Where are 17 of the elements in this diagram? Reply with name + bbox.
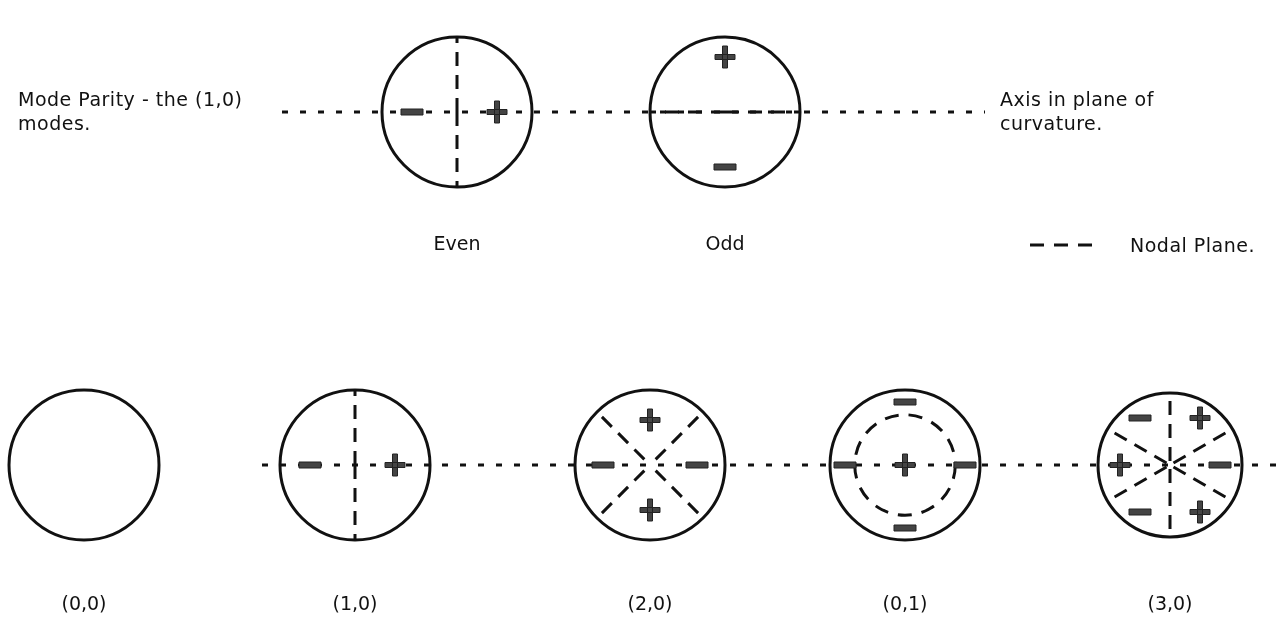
mode-pattern-drawing	[379, 34, 535, 190]
annotation-text: Axis in plane of curvature.	[1000, 87, 1155, 135]
mode-pattern-drawing	[572, 387, 728, 543]
mode-label: (0,1)	[881, 592, 929, 614]
mode-label: Even	[432, 232, 482, 254]
mode-label: (2,0)	[626, 592, 674, 614]
mode-label: (3,0)	[1146, 592, 1194, 614]
mode-label: (0,0)	[60, 592, 108, 614]
mode-pattern-drawing	[1095, 390, 1245, 540]
mode-label: Odd	[704, 232, 746, 254]
mode-label: (1,0)	[331, 592, 379, 614]
legend-text: Nodal Plane.	[1130, 233, 1255, 257]
mode-pattern-drawing	[277, 387, 433, 543]
mode-pattern-drawing	[827, 387, 983, 543]
mode-pattern-drawing	[647, 34, 803, 190]
mode-pattern-drawing	[6, 387, 162, 543]
annotation-text: Mode Parity - the (1,0) modes.	[18, 87, 244, 135]
